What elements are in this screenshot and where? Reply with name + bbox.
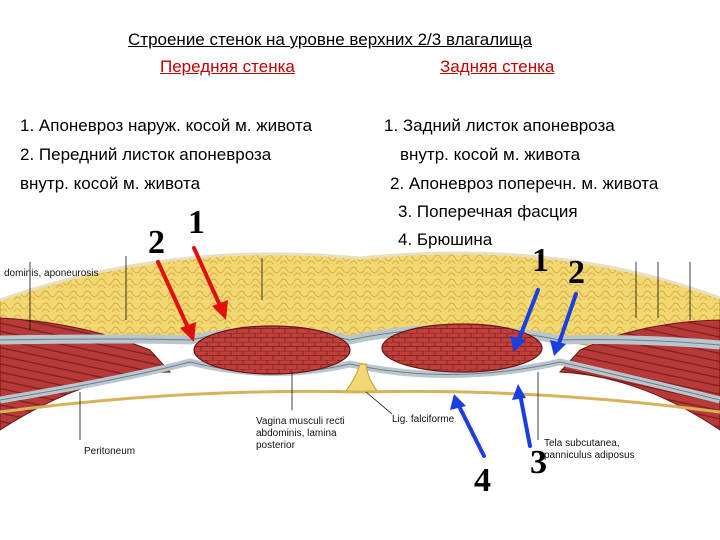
marker-anterior-1: 1 <box>188 206 205 240</box>
rectus-muscle-left <box>194 326 350 374</box>
label-vagina-2: abdominis, lamina <box>256 428 337 439</box>
label-peritoneum: Peritoneum <box>84 446 135 457</box>
label-aponeurosis: dominis, aponeurosis <box>4 268 99 279</box>
marker-posterior-4: 4 <box>474 464 491 498</box>
marker-posterior-1: 1 <box>532 244 549 278</box>
blue-arrow-3 <box>520 394 530 446</box>
label-vagina-3: posterior <box>256 440 296 451</box>
label-tela-1: Tela subcutanea, <box>544 438 620 449</box>
marker-posterior-2: 2 <box>568 256 585 290</box>
label-tela-2: panniculus adiposus <box>544 450 635 461</box>
peritoneum-line <box>0 391 720 412</box>
blue-arrow-4 <box>458 404 484 456</box>
marker-anterior-2: 2 <box>148 226 165 260</box>
label-vagina-1: Vagina musculi recti <box>256 416 345 427</box>
label-lig-falciforme: Lig. falciforme <box>392 414 455 425</box>
marker-posterior-3: 3 <box>530 446 547 480</box>
